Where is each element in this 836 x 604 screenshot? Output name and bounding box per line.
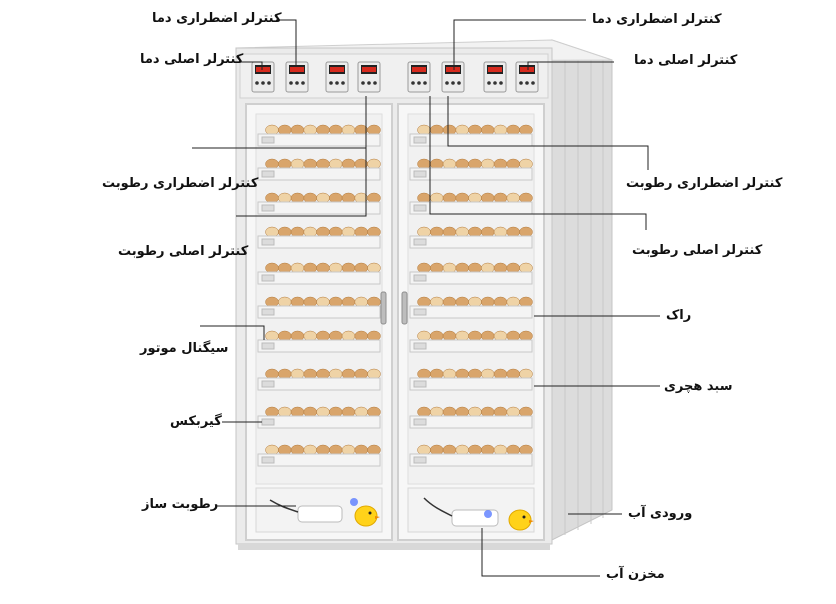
egg-tray	[257, 406, 381, 429]
egg-tray	[409, 330, 533, 353]
label-main-humidity-controller-right: کنترلر اصلی رطوبت	[632, 243, 763, 258]
label-main-temp-controller-left: کنترلر اصلی دما	[140, 52, 244, 67]
label-hatching-basket: سبد هچری	[664, 379, 733, 394]
left-humidifier-cable	[269, 499, 299, 513]
label-emergency-humidity-controller-right: کنترلر اضطراری رطوبت	[626, 176, 783, 191]
label-humidifier: رطوبت ساز	[142, 497, 219, 512]
egg-tray	[409, 444, 533, 467]
right-blue-light	[484, 510, 492, 518]
egg-tray	[257, 192, 381, 215]
label-gearbox: گیربکس	[170, 414, 222, 429]
label-main-humidity-controller-left: کنترلر اصلی رطوبت	[118, 244, 249, 259]
label-main-temp-controller-right: کنترلر اصلی دما	[634, 53, 738, 68]
left-blue-light	[350, 498, 358, 506]
egg-tray	[409, 368, 533, 391]
egg-tray	[257, 368, 381, 391]
controller-unit-icon	[325, 61, 349, 93]
right-tank-cable	[423, 497, 453, 517]
label-water-inlet: ورودی آب	[628, 506, 693, 521]
leader-lines	[192, 19, 660, 577]
egg-tray	[257, 226, 381, 249]
cabinet-foot	[238, 544, 550, 550]
controller-unit-icon	[483, 61, 507, 93]
label-emergency-temp-controller-right: کنترلر اضطراری دما	[592, 12, 722, 27]
egg-tray	[409, 406, 533, 429]
egg-tray	[257, 158, 381, 181]
egg-tray	[409, 124, 533, 147]
egg-tray	[409, 192, 533, 215]
egg-tray	[409, 262, 533, 285]
egg-tray	[257, 124, 381, 147]
chick-mascot-icon	[354, 505, 380, 527]
controller-unit-icon	[357, 61, 381, 93]
controller-units	[251, 61, 539, 93]
controller-unit-icon	[285, 61, 309, 93]
label-motor-signal: سیگنال موتور	[140, 341, 229, 356]
controller-unit-icon	[251, 61, 275, 93]
door-handle-icon	[401, 291, 408, 325]
label-water-tank: مخزن آب	[606, 567, 665, 582]
egg-tray	[257, 262, 381, 285]
side-ribs	[564, 46, 604, 535]
egg-tray	[257, 296, 381, 319]
left-humidifier-unit	[297, 505, 343, 523]
egg-trays	[257, 124, 533, 467]
egg-tray	[409, 158, 533, 181]
controller-unit-icon	[407, 61, 431, 93]
controller-unit-icon	[515, 61, 539, 93]
label-emergency-humidity-controller-left: کنترلر اضطراری رطوبت	[102, 176, 259, 191]
chick-mascot-icon	[508, 509, 534, 531]
egg-tray	[257, 330, 381, 353]
egg-tray	[257, 444, 381, 467]
egg-tray	[409, 296, 533, 319]
door-handle-icon	[380, 291, 387, 325]
label-rack: راک	[666, 308, 692, 323]
label-emergency-temp-controller-left: کنترلر اضطراری دما	[152, 11, 282, 26]
controller-unit-icon	[441, 61, 465, 93]
egg-tray	[409, 226, 533, 249]
